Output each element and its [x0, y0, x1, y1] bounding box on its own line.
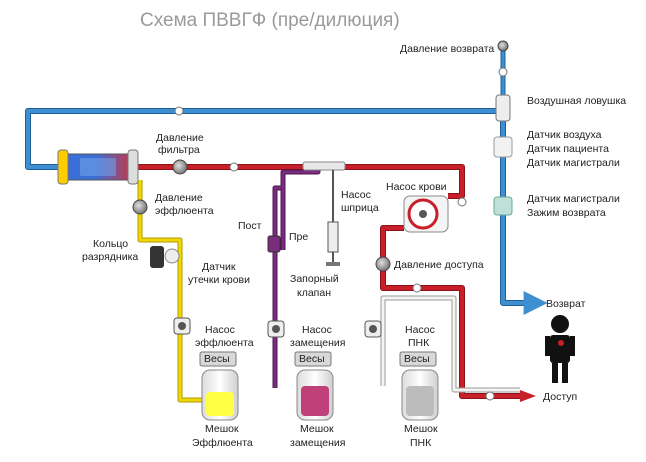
syringe-icon — [326, 221, 340, 266]
label-effluent-pump-2: эффлюента — [195, 337, 254, 349]
pbp-line — [380, 295, 520, 393]
label-return-pressure: Давление возврата — [400, 43, 494, 55]
air-trap-icon — [495, 94, 511, 122]
label-line-sensor-1: Датчик магистрали — [527, 157, 620, 169]
label-effluent-bag-1: Мешок — [205, 423, 239, 435]
replacement-line-purple — [272, 167, 321, 388]
return-clamp-block — [493, 196, 513, 216]
diagram-title: Схема ПВВГФ (пре/дилюция) — [140, 10, 400, 31]
line-connectors — [174, 67, 508, 401]
access-arrow — [520, 390, 536, 402]
label-access-pressure: Давление доступа — [394, 259, 484, 271]
label-filter-pressure-2: фильтра — [158, 144, 200, 156]
blood-pump-icon — [403, 195, 449, 233]
label-blood-leak-1: Датчик — [202, 261, 236, 273]
label-air-sensor: Датчик воздуха — [527, 129, 602, 141]
label-replacement-pump-1: Насос — [302, 324, 332, 336]
label-replacement-bag-1: Мешок — [300, 423, 334, 435]
label-air-trap: Воздушная ловушка — [527, 95, 626, 107]
blood-line-red — [138, 164, 520, 399]
air-sensor-block — [493, 136, 513, 158]
label-return-out: Возврат — [546, 298, 586, 310]
label-syringe-pump-1: Насос — [341, 189, 371, 201]
label-blood-leak-2: утечки крови — [188, 274, 250, 286]
patient-figure-icon — [545, 315, 575, 383]
label-access-in: Доступ — [543, 391, 577, 403]
replacement-bag — [296, 369, 334, 421]
label-pbp-pump-1: Насос — [405, 324, 435, 336]
label-effluent-pump-1: Насос — [205, 324, 235, 336]
label-shutoff-1: Запорный — [290, 273, 339, 285]
label-blood-pump: Насос крови — [386, 181, 447, 193]
label-pbp-pump-2: ПНК — [408, 337, 430, 349]
label-line-sensor-2: Датчик магистрали — [527, 193, 620, 205]
filter-icon — [57, 149, 139, 185]
scale-label-replacement: Весы — [299, 353, 325, 365]
label-effluent-bag-2: Эффлюента — [192, 437, 253, 449]
tee-connector — [302, 161, 346, 171]
scale-label-pbp: Весы — [404, 353, 430, 365]
label-ring-2: разрядника — [82, 251, 138, 263]
label-patient-sensor: Датчик пациента — [527, 143, 609, 155]
label-replacement-bag-2: замещения — [290, 437, 345, 449]
label-pbp-bag-2: ПНК — [410, 437, 432, 449]
label-post: Пост — [238, 220, 262, 232]
scale-icon — [199, 351, 437, 367]
label-pre: Пре — [289, 231, 308, 243]
label-replacement-pump-2: замещения — [290, 337, 345, 349]
shutoff-valve-icon — [267, 235, 281, 253]
pump-icon — [173, 317, 382, 338]
label-effluent-pressure-2: эффлюента — [155, 205, 214, 217]
scale-label-effluent: Весы — [204, 353, 230, 365]
label-filter-pressure-1: Давление — [156, 132, 204, 144]
label-shutoff-2: клапан — [297, 287, 331, 299]
effluent-line-yellow — [137, 180, 205, 403]
ring-sensor-icon — [150, 246, 180, 268]
label-effluent-pressure-1: Давление — [155, 192, 203, 204]
label-ring-1: Кольцо — [93, 238, 128, 250]
label-pbp-bag-1: Мешок — [404, 423, 438, 435]
label-syringe-pump-2: шприца — [341, 202, 379, 214]
label-return-clamp: Зажим возврата — [527, 207, 606, 219]
effluent-bag — [201, 369, 239, 421]
pbp-bag — [401, 369, 439, 421]
pressure-pod-icon — [132, 40, 509, 272]
